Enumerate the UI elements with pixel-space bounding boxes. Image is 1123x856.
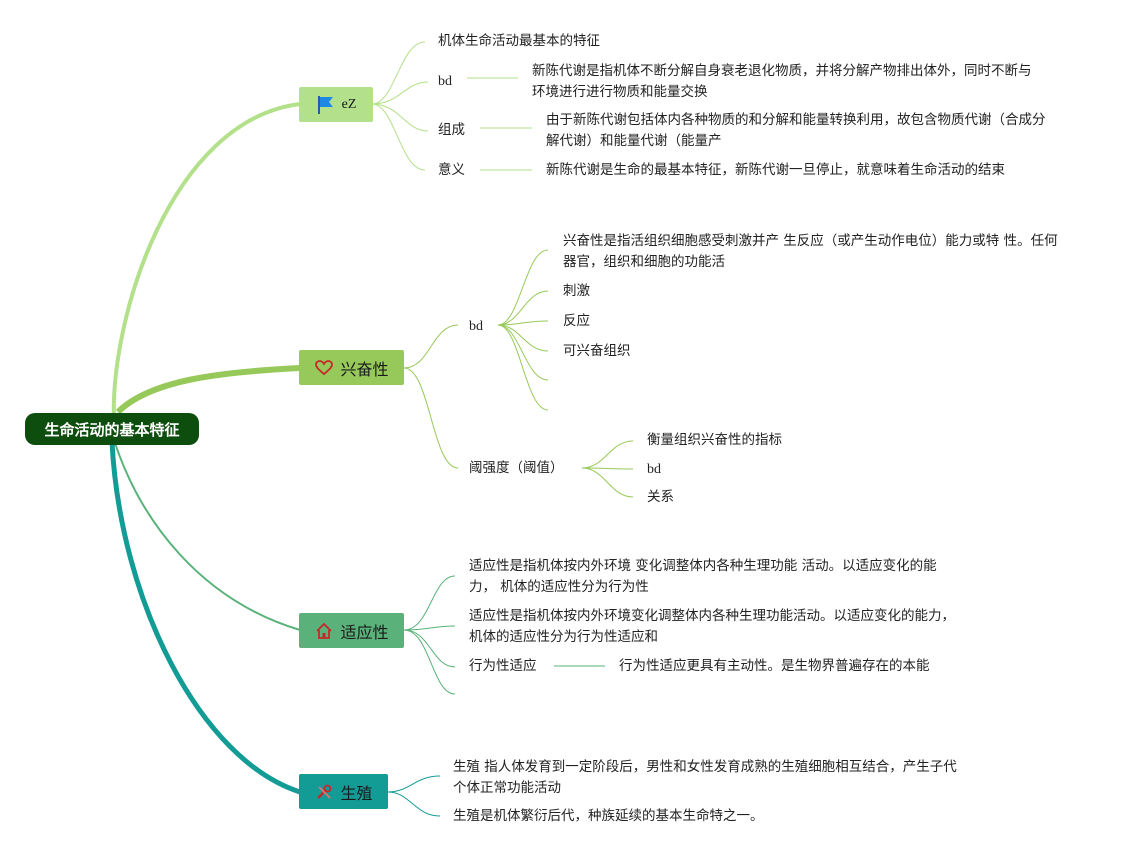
heart-icon xyxy=(314,358,334,378)
branch-label: 适应性 xyxy=(340,622,389,642)
b2-bd-item-4: 可兴奋组织 xyxy=(563,343,631,359)
root-to-b4-line xyxy=(109,441,301,795)
branch-label: 兴奋性 xyxy=(340,359,389,379)
b3-item-3: 行为性适应 xyxy=(469,658,537,674)
b2-bd-node: bd xyxy=(469,319,483,334)
b1-item-4: 意义 xyxy=(438,162,465,178)
b1-item-2: bd xyxy=(438,74,452,89)
b2-threshold-item-2: bd xyxy=(647,462,661,477)
b1-item-1: 机体生命活动最基本的特征 xyxy=(438,33,600,49)
branch-label: 生殖 xyxy=(340,783,373,803)
b3-item-1: 适应性是指机体按内外环境 变化调整体内各种生理功能 活动。以适应变化的能力， 机… xyxy=(469,558,937,595)
flag-icon xyxy=(316,95,336,115)
b2-threshold-item-1: 衡量组织兴奋性的指标 xyxy=(647,432,782,448)
b1-item-3: 组成 xyxy=(438,122,465,138)
house-icon xyxy=(314,621,334,641)
branch-label: eZ xyxy=(341,96,357,112)
b1-item-3-detail: 由于新陈代谢包括体内各种物质的和分解和能量转换利用，故包含物质代谢（合成分解代谢… xyxy=(546,112,1046,149)
root-to-b3-line xyxy=(113,439,301,631)
branch-metabolism[interactable]: eZ xyxy=(299,87,373,122)
root-to-b2-line xyxy=(115,365,301,415)
branch-excitability[interactable]: 兴奋性 xyxy=(299,350,404,385)
b2-bd-item-2: 刺激 xyxy=(563,283,590,299)
b1-item-4-detail: 新陈代谢是生命的最基本特征，新陈代谢一旦停止，就意味着生命活动的结束 xyxy=(546,162,1005,178)
b2-threshold-item-3: 关系 xyxy=(647,489,674,505)
tools-icon xyxy=(314,782,334,802)
b3-item-2: 适应性是指机体按内外环境变化调整体内各种生理功能活动。以适应变化的能力，机体的适… xyxy=(469,608,955,645)
root-label: 生命活动的基本特征 xyxy=(44,420,180,439)
b4-item-2: 生殖是机体繁衍后代，种族延续的基本生命特之一。 xyxy=(453,808,764,824)
b2-bd-item-1: 兴奋性是指活组织细胞感受刺激并产 生反应（或产生动作电位）能力或特 性。任何器官… xyxy=(563,233,1058,270)
b2-bd-item-3: 反应 xyxy=(563,313,590,329)
b1-item-2-detail: 新陈代谢是指机体不断分解自身衰老退化物质，并将分解产物排出体外，同时不断与环境进… xyxy=(532,63,1032,100)
branch-reproduction[interactable]: 生殖 xyxy=(299,774,388,809)
root-to-b1-line xyxy=(111,102,301,421)
b3-item-3-detail: 行为性适应更具有主动性。是生物界普遍存在的本能 xyxy=(619,658,930,674)
branch-adaptability[interactable]: 适应性 xyxy=(299,613,404,648)
b4-item-1: 生殖 指人体发育到一定阶段后，男性和女性发育成熟的生殖细胞相互结合，产生子代个体… xyxy=(453,759,957,796)
b2-threshold-node: 阈强度（阈值） xyxy=(469,460,564,476)
root-node[interactable]: 生命活动的基本特征 xyxy=(25,413,199,445)
